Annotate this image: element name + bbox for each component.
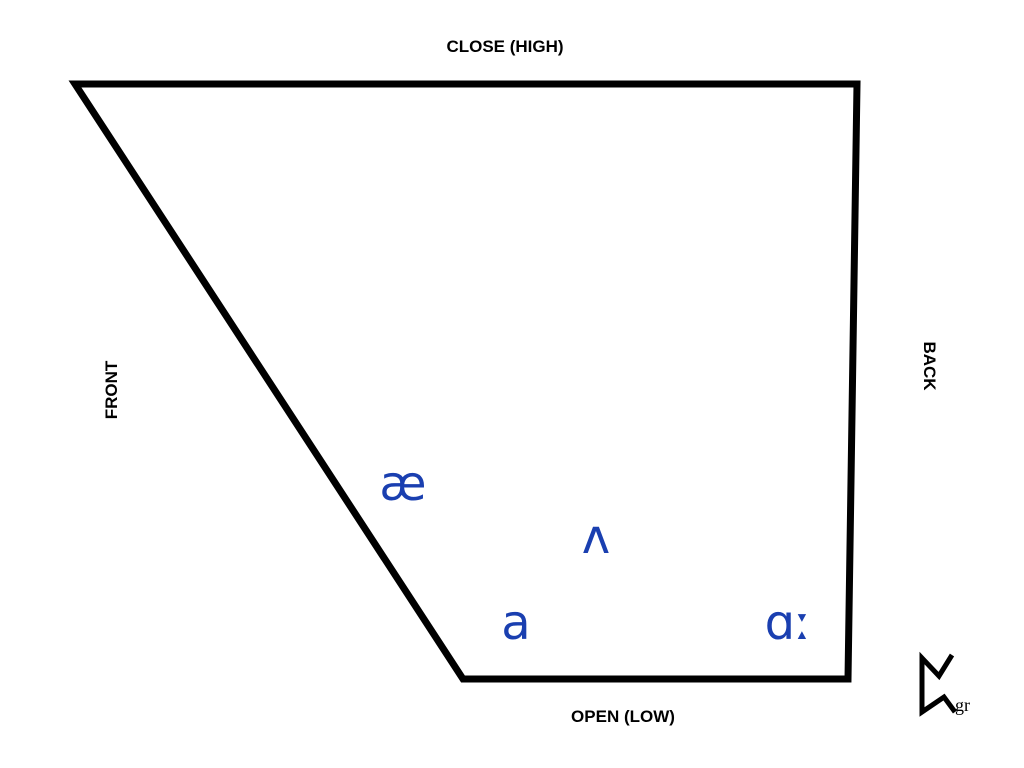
gr-logo: gr [919, 651, 970, 717]
label-back: BACK [920, 341, 939, 391]
vowel-a: a [501, 595, 530, 651]
label-front: FRONT [102, 360, 121, 419]
vowel-ae: æ [379, 456, 426, 512]
vowel-wedge: ʌ [582, 509, 610, 565]
logo-text: gr [955, 695, 970, 715]
vowel-long-script-a: ɑː [765, 595, 812, 651]
label-open-low: OPEN (LOW) [571, 707, 675, 726]
logo-zigzag-icon [919, 651, 958, 717]
vowel-space-outline [68, 80, 861, 683]
label-close-high: CLOSE (HIGH) [446, 37, 563, 56]
